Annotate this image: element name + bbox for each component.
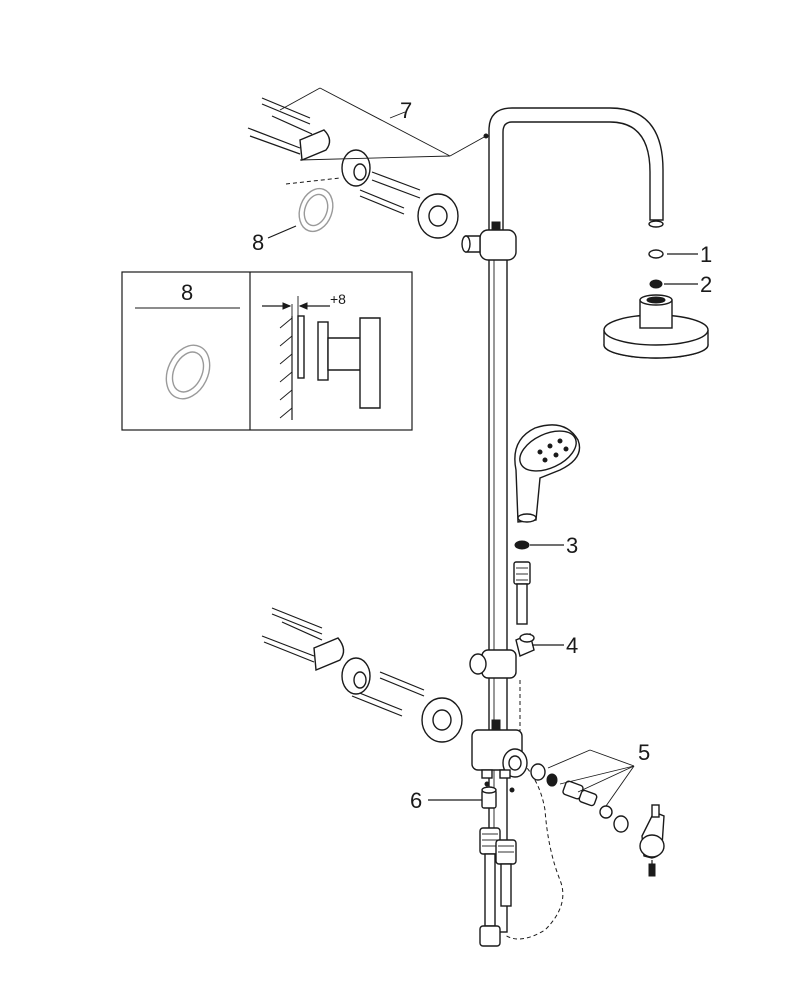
detail-box-title: 8	[181, 280, 193, 305]
washer-1	[648, 249, 664, 259]
lower-wall-bracket	[261, 607, 463, 743]
top-rail-holder	[461, 221, 517, 261]
detail-box	[121, 271, 413, 431]
detail-dimension-label: +8	[330, 291, 346, 307]
mixer-handle	[639, 804, 665, 877]
shower-arm	[488, 107, 664, 233]
callout-8: 8	[252, 230, 264, 255]
nut-6	[481, 786, 497, 809]
callout-1: 1	[700, 242, 712, 267]
washer-2	[649, 279, 663, 289]
riser-rail	[488, 231, 508, 933]
callout-6: 6	[410, 788, 422, 813]
callout-2: 2	[700, 272, 712, 297]
upper-wall-bracket	[247, 87, 489, 239]
callout-4: 4	[566, 633, 578, 658]
head-shower	[603, 294, 709, 359]
detail-wall-section	[262, 296, 381, 420]
washer-3	[514, 540, 530, 550]
cartridge-parts	[530, 763, 629, 833]
callout-leaders	[267, 225, 698, 807]
spacer-ring-8	[298, 187, 334, 233]
rail-slider	[469, 633, 535, 679]
callout-5: 5	[638, 740, 650, 765]
supply-hoses	[479, 827, 517, 947]
detail-ring-illustration	[165, 344, 211, 400]
callout-3: 3	[566, 533, 578, 558]
hand-shower-hose	[504, 561, 564, 940]
callout-7: 7	[400, 98, 412, 123]
mixer-body	[471, 719, 528, 793]
hand-shower	[514, 424, 581, 523]
